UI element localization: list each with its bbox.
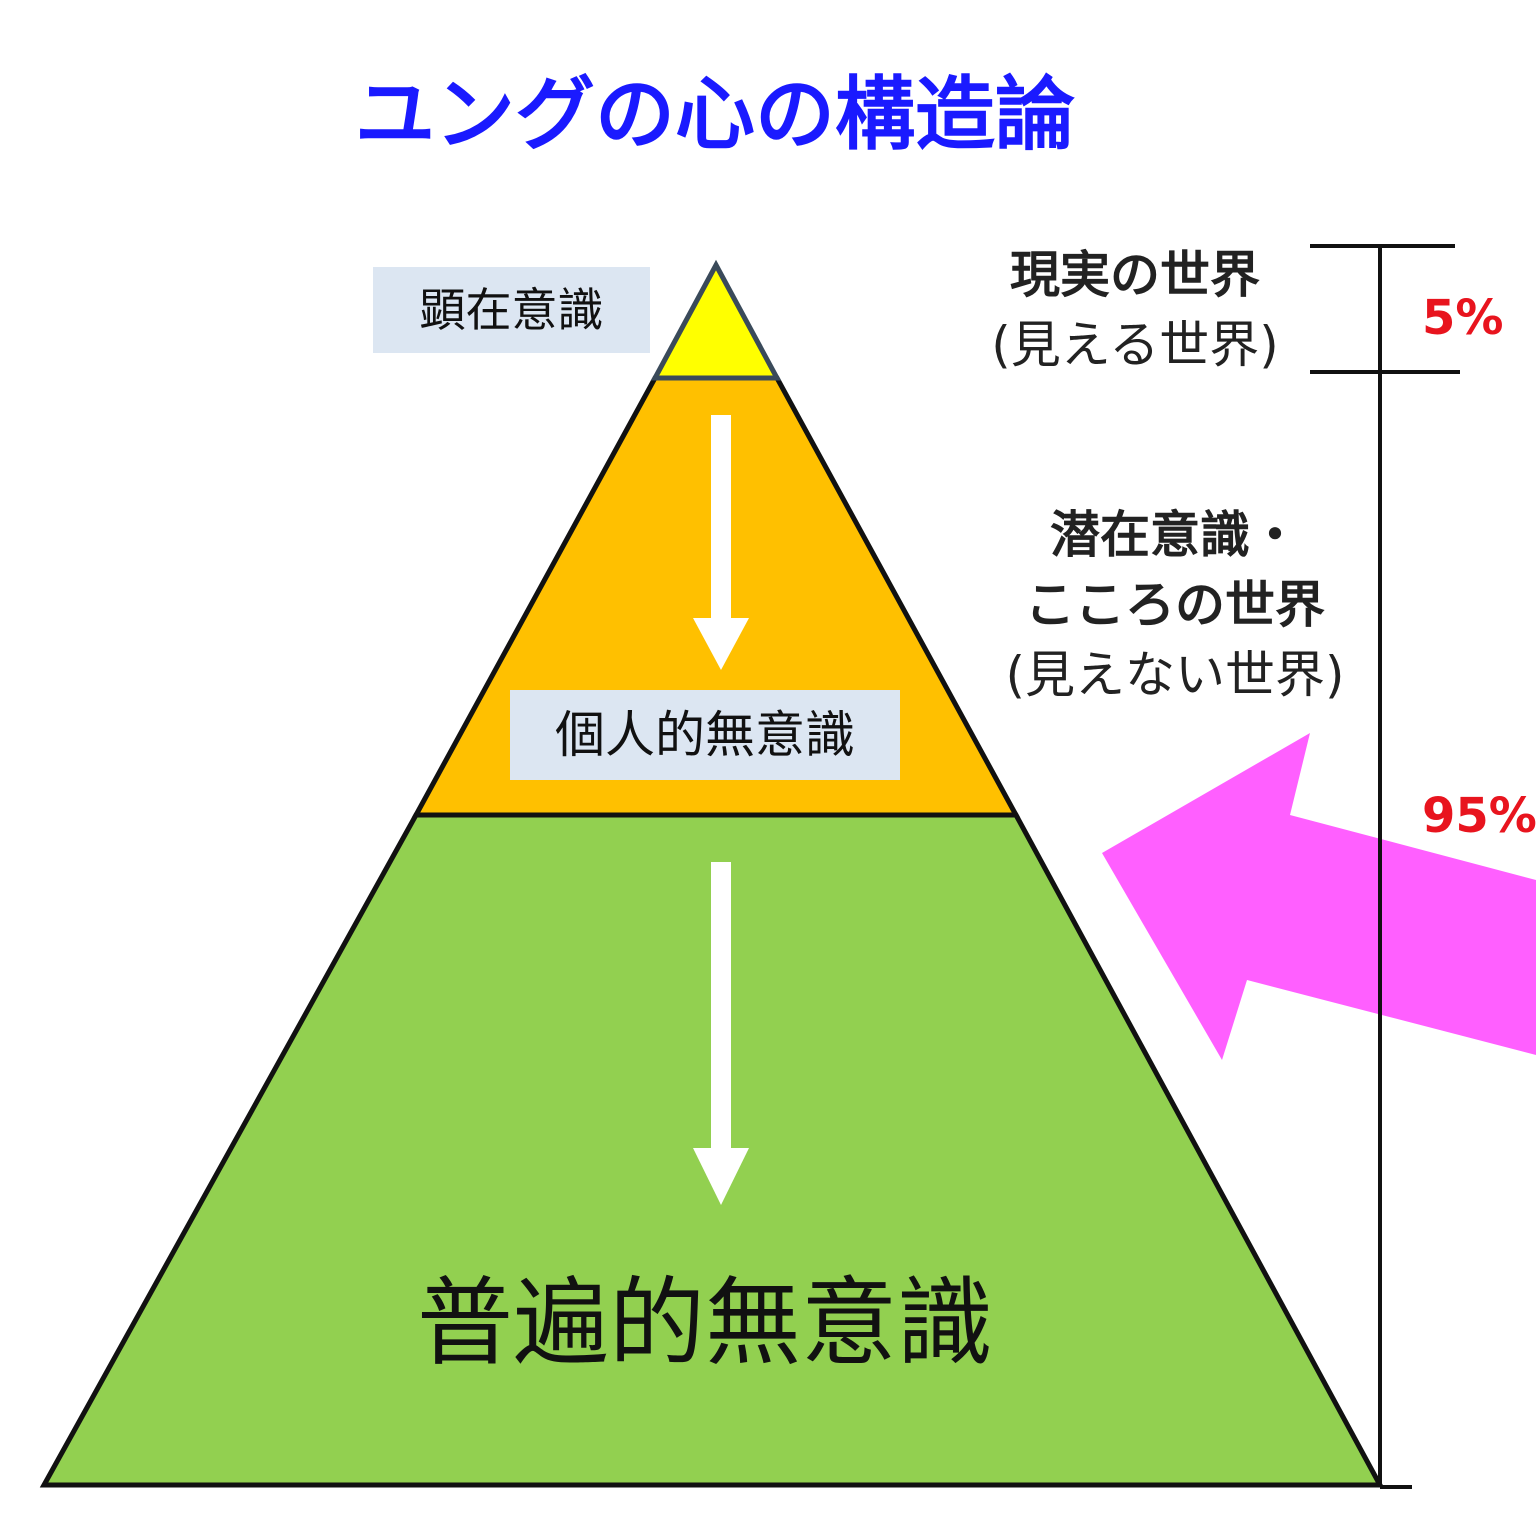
down-arrow-1	[693, 415, 749, 670]
real-world-label: 現実の世界 (見える世界)	[960, 240, 1310, 380]
page-title: ユングの心の構造論	[355, 68, 1075, 161]
visible-percent: 5%	[1422, 290, 1504, 346]
pyramid-layer-conscious	[650, 259, 782, 381]
latent-world-line: 潜在意識・	[1050, 506, 1300, 564]
pink-arrow	[1102, 733, 1536, 1060]
conscious-label: 顕在意識	[373, 267, 650, 353]
invisible-percent: 95%	[1422, 788, 1536, 844]
collective-unconscious-label: 普遍的無意識	[417, 1267, 993, 1379]
real-world-line: 現実の世界	[1010, 246, 1260, 304]
real-world-line: (見える世界)	[991, 316, 1279, 374]
latent-world-line: (見えない世界)	[1005, 646, 1345, 704]
latent-world-line: こころの世界	[1025, 576, 1325, 634]
scale-bar	[1310, 244, 1460, 1489]
personal-unconscious-label: 個人的無意識	[510, 690, 900, 780]
down-arrow-2	[693, 862, 749, 1205]
latent-world-label: 潜在意識・ こころの世界 (見えない世界)	[975, 500, 1375, 710]
